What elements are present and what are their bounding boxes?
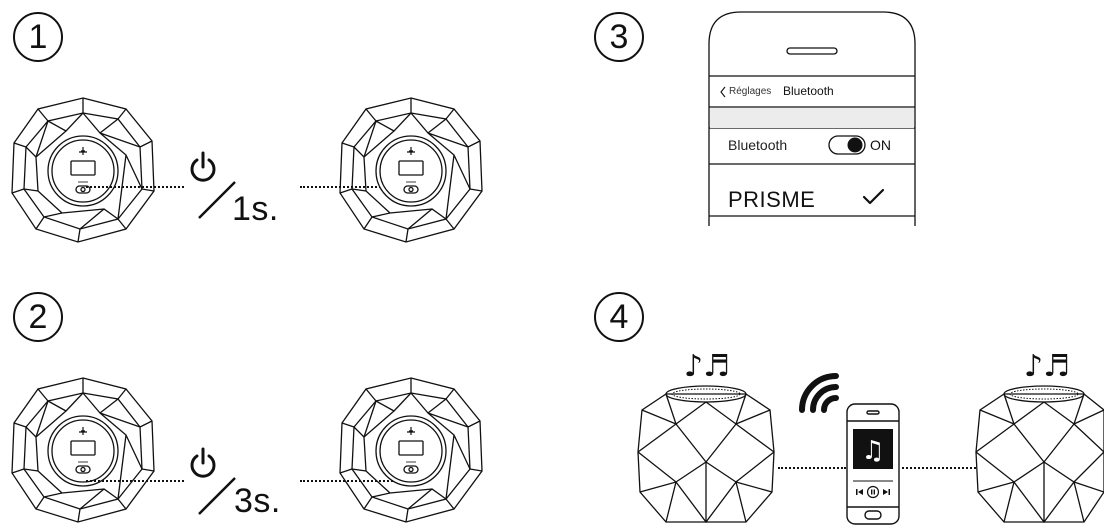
- paired-device-name[interactable]: PRISME: [728, 187, 816, 212]
- dotted-connector: [902, 467, 976, 469]
- speaker-top-view: [11, 377, 155, 523]
- dotted-connector: [778, 467, 846, 469]
- step-number-4: 4: [594, 292, 644, 342]
- power-icon: [190, 151, 216, 182]
- dotted-connector: [86, 480, 184, 482]
- step-number-3: 3: [594, 12, 644, 62]
- slash-divider: [198, 181, 236, 219]
- music-notes: ♪♬: [1024, 349, 1071, 384]
- slash-divider: [198, 477, 236, 515]
- speaker-top-view: [11, 97, 155, 243]
- music-note-icon: ♫: [861, 436, 884, 466]
- speaker-top-view: [339, 377, 483, 523]
- dotted-connector: [300, 480, 400, 482]
- phone-settings-mockup: [708, 11, 916, 226]
- settings-back-label[interactable]: Réglages: [729, 86, 772, 97]
- speaker-side-view: [975, 385, 1104, 524]
- speaker-top-view: [339, 97, 483, 243]
- step-number-1: 1: [13, 12, 63, 62]
- dotted-connector: [86, 186, 184, 188]
- bluetooth-setting-label: Bluetooth: [728, 137, 788, 153]
- hold-duration-label: 1s.: [232, 190, 279, 228]
- dotted-connector: [300, 186, 400, 188]
- speaker-side-view: [637, 385, 775, 524]
- step-number-2: 2: [13, 292, 63, 342]
- toggle-state-label: ON: [870, 137, 891, 153]
- wifi-signal-icon: [799, 373, 839, 413]
- music-notes: ♪♬: [684, 349, 731, 384]
- hold-duration-label: 3s.: [234, 482, 281, 520]
- power-icon: [190, 447, 216, 478]
- smartphone-player: ♫: [846, 403, 900, 525]
- phone-screen-title: Bluetooth: [783, 84, 834, 98]
